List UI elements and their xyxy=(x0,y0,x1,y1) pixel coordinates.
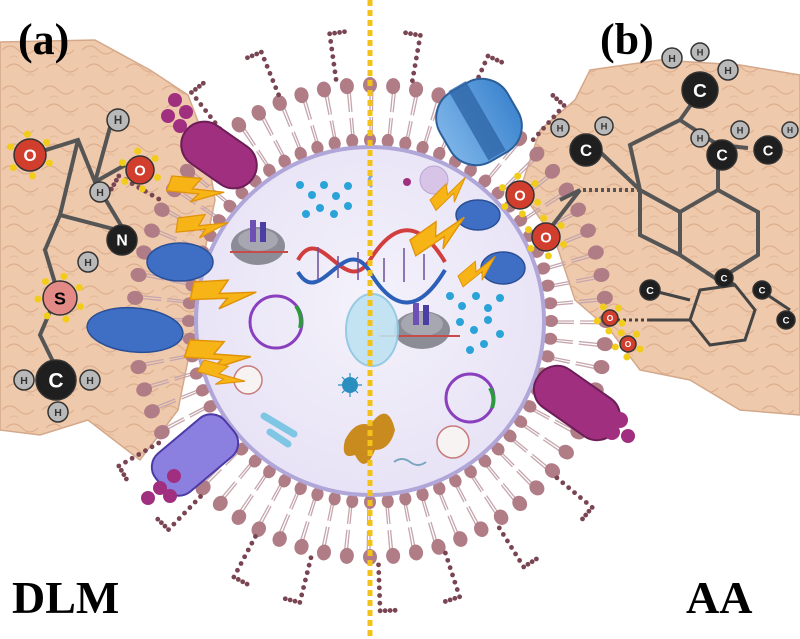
svg-text:H: H xyxy=(601,121,608,132)
svg-text:C: C xyxy=(716,148,727,165)
svg-text:N: N xyxy=(116,233,127,250)
svg-text:O: O xyxy=(514,188,525,204)
svg-text:H: H xyxy=(697,47,704,58)
svg-text:O: O xyxy=(134,163,145,179)
svg-text:H: H xyxy=(737,125,744,136)
svg-text:H: H xyxy=(557,123,564,134)
svg-text:O: O xyxy=(540,230,551,246)
aa-label: AA xyxy=(686,575,752,621)
svg-text:S: S xyxy=(54,288,66,308)
svg-text:O: O xyxy=(607,313,614,323)
svg-text:H: H xyxy=(724,65,732,77)
svg-text:H: H xyxy=(96,187,104,199)
svg-text:C: C xyxy=(763,143,774,159)
svg-text:C: C xyxy=(721,273,728,284)
svg-text:C: C xyxy=(48,370,63,393)
svg-text:H: H xyxy=(114,115,122,127)
svg-text:O: O xyxy=(625,339,632,349)
svg-text:O: O xyxy=(23,146,36,165)
svg-text:H: H xyxy=(20,375,28,387)
svg-text:C: C xyxy=(783,315,790,326)
panel-label-b: (b) xyxy=(600,18,654,62)
svg-text:C: C xyxy=(759,285,766,296)
dlm-label: DLM xyxy=(12,575,119,621)
svg-text:H: H xyxy=(668,53,676,65)
svg-text:C: C xyxy=(646,285,654,297)
svg-text:C: C xyxy=(693,81,707,102)
svg-text:H: H xyxy=(84,257,92,269)
svg-text:H: H xyxy=(86,375,94,387)
svg-text:H: H xyxy=(787,125,793,135)
svg-text:C: C xyxy=(580,141,592,160)
svg-text:H: H xyxy=(697,133,704,144)
panel-label-a: (a) xyxy=(18,18,69,62)
svg-text:H: H xyxy=(54,407,62,419)
